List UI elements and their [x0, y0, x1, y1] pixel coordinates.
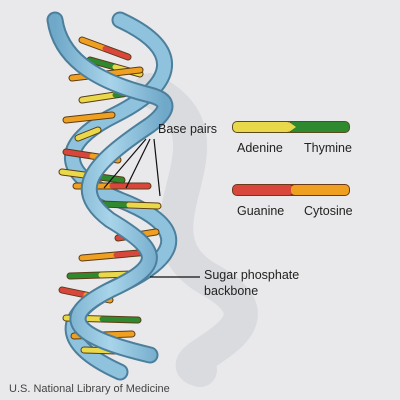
legend-adenine-label: Adenine: [237, 141, 283, 155]
base-pair-1: [78, 36, 132, 61]
base-pairs-pointers: [103, 138, 161, 197]
legend-thymine-label: Thymine: [304, 141, 352, 155]
legend-adenine-thymine: Adenine Thymine: [232, 121, 352, 155]
legend-guanine-cytosine: Guanine Cytosine: [232, 184, 353, 218]
base-pair-6: [74, 126, 102, 142]
base-pair-10: [96, 200, 162, 210]
backbone-strand-front: [46, 11, 174, 364]
base-pairs-label: Base pairs: [158, 122, 217, 136]
base-pair-5: [62, 111, 116, 124]
legend-guanine-label: Guanine: [237, 204, 284, 218]
credit-text: U.S. National Library of Medicine: [9, 383, 170, 395]
helix-shadow: [133, 73, 258, 387]
backbone-label-line1: Sugar phosphate: [204, 268, 299, 282]
backbone-label-line2: backbone: [204, 284, 258, 298]
legend-cytosine-label: Cytosine: [304, 204, 353, 218]
